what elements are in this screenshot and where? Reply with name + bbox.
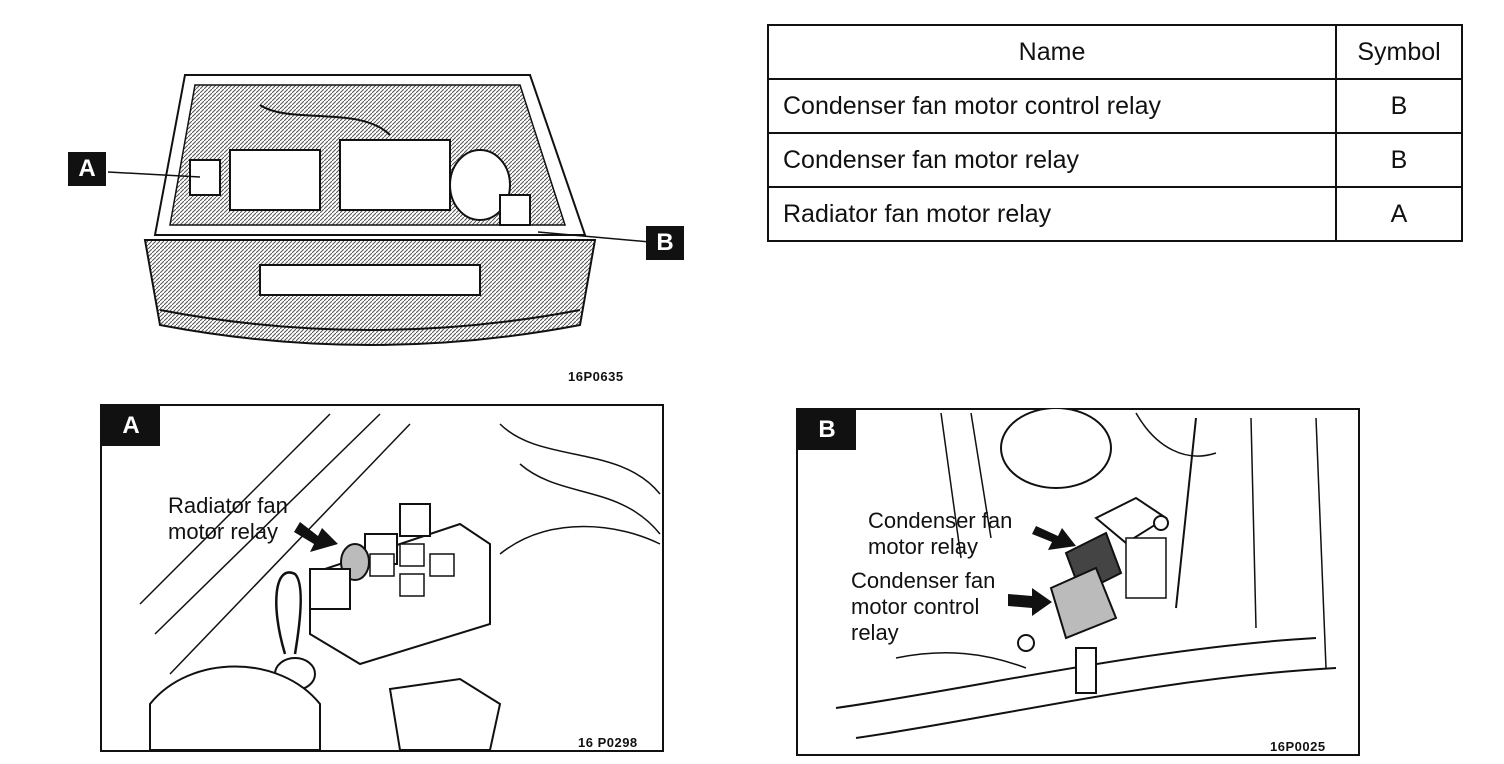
- detail-a-callout: Radiator fan motor relay: [168, 493, 288, 544]
- table-row: Condenser fan motor control relay B: [767, 78, 1463, 134]
- row-name: Condenser fan motor control relay: [767, 78, 1337, 134]
- row-name: Radiator fan motor relay: [767, 186, 1337, 242]
- detail-a-badge: A: [102, 406, 160, 446]
- detail-b-callout-control-relay: Condenser fan motor control relay: [851, 568, 996, 645]
- pointer-arrow-a: [294, 522, 338, 552]
- detail-b-badge: B: [798, 410, 856, 450]
- detail-b-panel: [796, 408, 1362, 758]
- row-symbol: B: [1335, 132, 1463, 188]
- table-row: Radiator fan motor relay A: [767, 186, 1463, 242]
- pointer-arrow-relay: [1032, 526, 1076, 550]
- detail-b-drawing: [796, 408, 1360, 756]
- pointer-arrow-control-relay: [1008, 588, 1052, 616]
- detail-a-figure-code: 16 P0298: [578, 735, 638, 750]
- detail-a-drawing: [100, 404, 664, 752]
- overview-label-a: A: [68, 152, 106, 186]
- row-name: Condenser fan motor relay: [767, 132, 1337, 188]
- overview-figure-code: 16P0635: [568, 369, 624, 384]
- relay-symbol-table: Name Symbol Condenser fan motor control …: [767, 24, 1463, 242]
- row-symbol: B: [1335, 78, 1463, 134]
- engine-bay-overview: [60, 65, 690, 385]
- leader-line-b: [537, 231, 651, 243]
- row-symbol: A: [1335, 186, 1463, 242]
- leader-line-a: [107, 171, 201, 178]
- detail-a-panel: [100, 404, 666, 754]
- detail-b-figure-code: 16P0025: [1270, 739, 1326, 754]
- engine-bay-drawing: [107, 74, 651, 346]
- detail-b-callout-relay: Condenser fan motor relay: [868, 508, 1013, 559]
- table-row: Condenser fan motor relay B: [767, 132, 1463, 188]
- header-symbol: Symbol: [1335, 24, 1463, 80]
- table-header-row: Name Symbol: [767, 24, 1463, 80]
- header-name: Name: [767, 24, 1337, 80]
- overview-label-b: B: [646, 226, 684, 260]
